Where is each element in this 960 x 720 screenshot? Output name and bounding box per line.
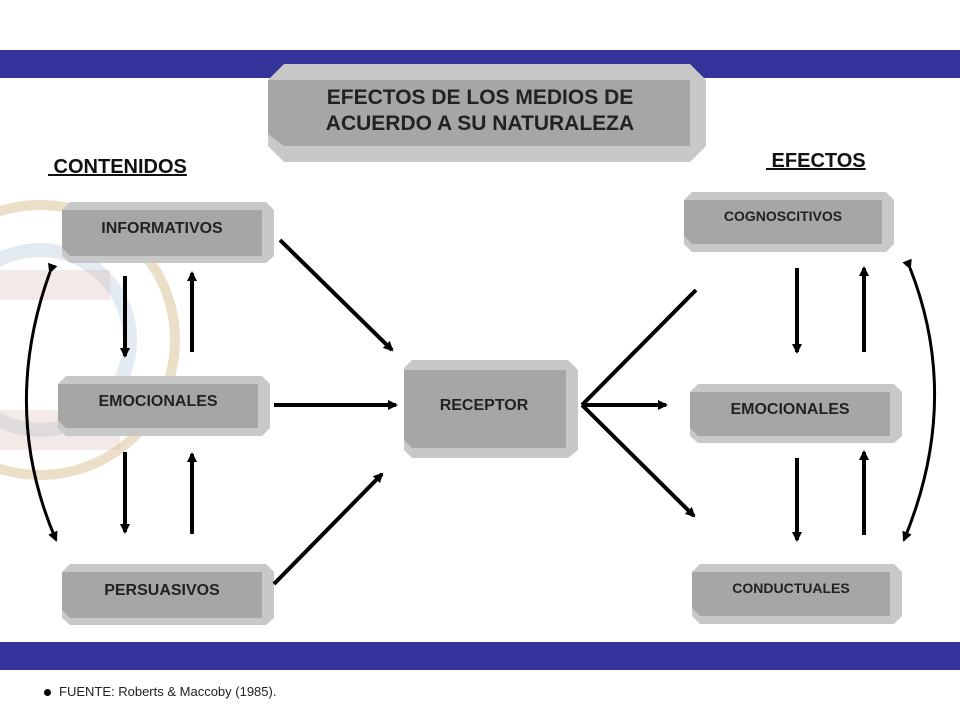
- label-emocionales-left: EMOCIONALES: [98, 393, 217, 410]
- label-persuasivos: PERSUASIVOS: [104, 582, 220, 599]
- arrow-persuasivos-to-receptor: [272, 472, 384, 586]
- title-line-1: EFECTOS DE LOS MEDIOS DE: [327, 86, 634, 109]
- arrow-informativos-to-receptor: [278, 238, 394, 352]
- source-note: FUENTE: Roberts & Maccoby (1985).: [44, 684, 276, 699]
- left-curved-double-arrow: [24, 262, 58, 542]
- source-text: FUENTE: Roberts & Maccoby (1985).: [59, 684, 277, 699]
- box-receptor: RECEPTOR: [404, 360, 578, 458]
- right-arrows: [792, 266, 869, 542]
- title-box: EFECTOS DE LOS MEDIOS DE ACUERDO A SU NA…: [268, 64, 706, 162]
- title-line-2: ACUERDO A SU NATURALEZA: [326, 112, 634, 135]
- box-emocionales-right: EMOCIONALES: [690, 384, 902, 443]
- label-informativos: INFORMATIVOS: [101, 220, 223, 237]
- arrows-from-receptor: [580, 288, 698, 518]
- box-cognoscitivos: COGNOSCITIVOS: [684, 192, 894, 252]
- right-curved-double-arrow: [902, 258, 937, 542]
- box-conductuales: CONDUCTUALES: [692, 564, 902, 624]
- bottom-band: [0, 642, 960, 670]
- line-receptor-to-cognoscitivos: [580, 288, 698, 407]
- label-cognoscitivos: COGNOSCITIVOS: [724, 208, 842, 224]
- left-arrows: [120, 271, 197, 534]
- arrow-receptor-to-conductuales: [580, 403, 696, 518]
- label-receptor: RECEPTOR: [440, 397, 529, 414]
- bullet-icon: [44, 689, 51, 697]
- label-conductuales: CONDUCTUALES: [732, 580, 849, 596]
- box-informativos: INFORMATIVOS: [62, 202, 274, 263]
- label-emocionales-right: EMOCIONALES: [730, 401, 849, 418]
- box-emocionales-left: EMOCIONALES: [58, 376, 270, 436]
- box-persuasivos: PERSUASIVOS: [62, 564, 274, 625]
- arrows-to-receptor: [272, 238, 398, 586]
- heading-efectos: EFECTOS: [766, 150, 866, 172]
- heading-contenidos: CONTENIDOS: [48, 156, 187, 178]
